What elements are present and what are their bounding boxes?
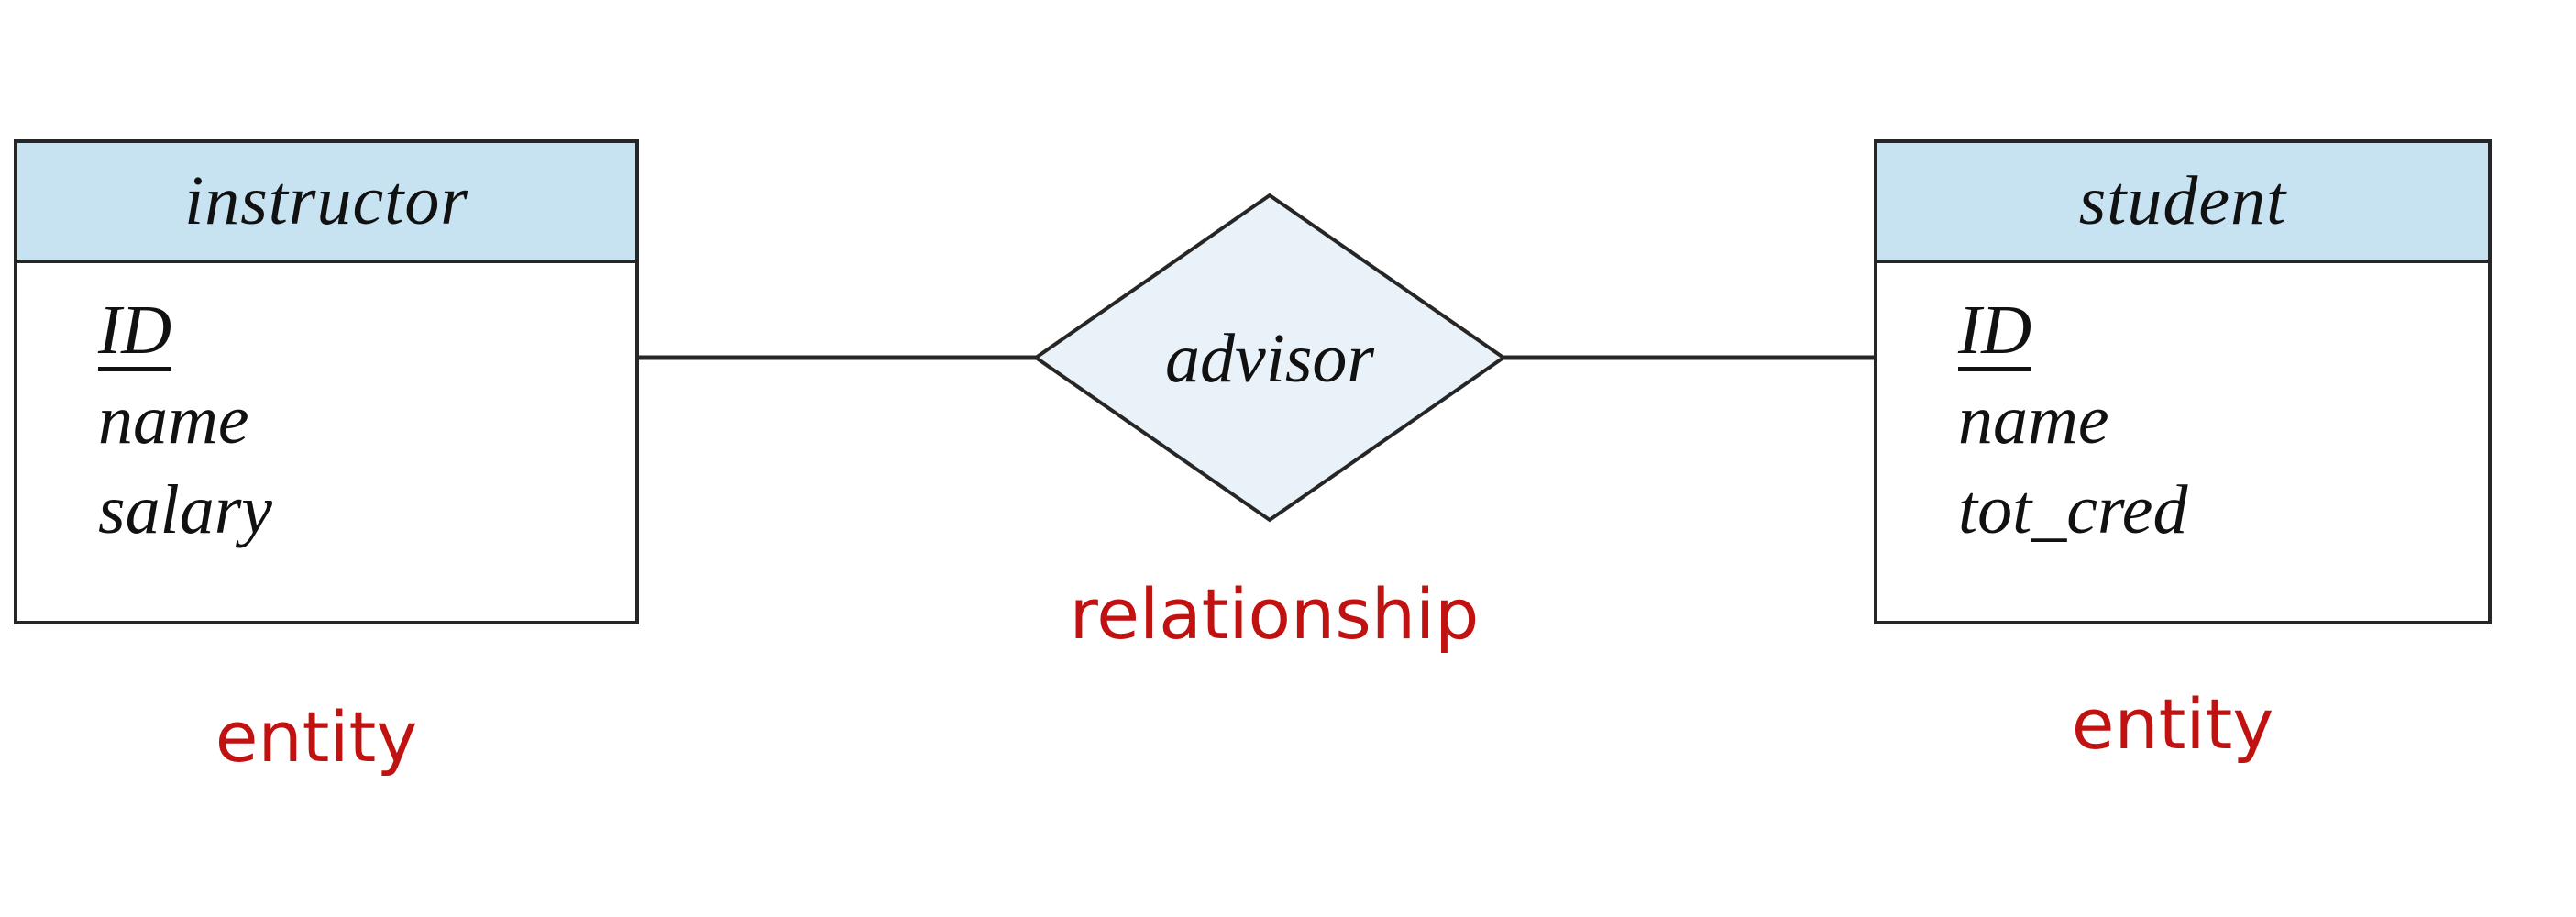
relationship-name: advisor [1165, 320, 1374, 397]
relationship-diamond [1032, 193, 1507, 523]
attribute: tot_cred [1958, 471, 2188, 548]
entity-student-attributes: ID name tot_cred [1877, 263, 2488, 555]
entity-student-title: student [2078, 162, 2287, 239]
entity-student: student ID name tot_cred [1874, 139, 2492, 624]
attribute-primary-key: ID [1958, 285, 2488, 375]
attribute: salary [98, 471, 272, 548]
entity-instructor-title: instructor [184, 162, 468, 239]
entity-instructor-attributes: ID name salary [17, 263, 635, 555]
annotation-relationship: relationship [1069, 573, 1480, 655]
annotation-entity-left: entity [215, 696, 418, 778]
annotation-entity-right: entity [2071, 683, 2274, 765]
attribute-id-underlined: ID [98, 294, 172, 371]
entity-student-header: student [1877, 143, 2488, 263]
attribute-id-underlined: ID [1958, 294, 2032, 371]
entity-instructor: instructor ID name salary [14, 139, 639, 624]
attribute-primary-key: ID [98, 285, 635, 375]
attribute: name [98, 381, 249, 458]
entity-instructor-header: instructor [17, 143, 635, 263]
attribute: name [1958, 381, 2109, 458]
